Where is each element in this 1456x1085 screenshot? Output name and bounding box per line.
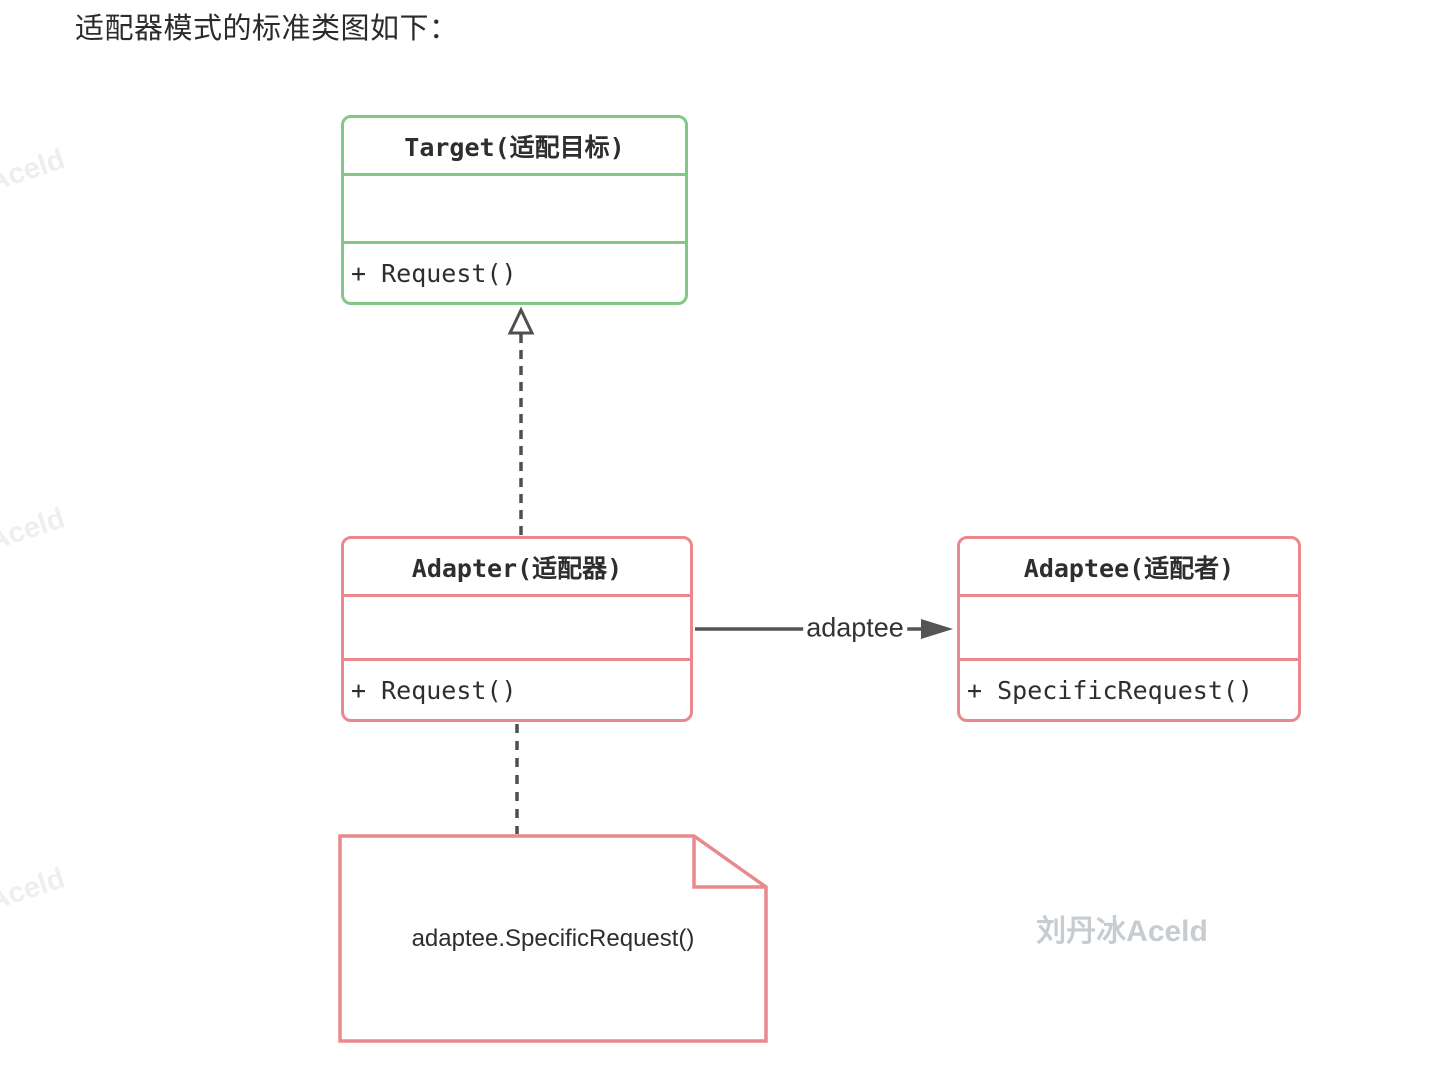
class-adapter-method: + Request() — [351, 675, 517, 705]
note-fold-icon — [692, 836, 766, 889]
association-arrowhead-icon — [921, 619, 953, 639]
class-adapter-name: Adapter(适配器) — [411, 553, 623, 583]
note-text: adaptee.SpecificRequest() — [411, 924, 695, 952]
class-target-attributes — [344, 173, 685, 244]
class-target-name: Target(适配目标) — [404, 132, 625, 162]
association-label: adaptee — [803, 612, 907, 644]
class-adapter-attributes — [344, 594, 690, 661]
watermark-main: 刘丹冰Aceld — [1036, 915, 1208, 948]
class-box-target: Target(适配目标) + Request() — [341, 115, 688, 305]
class-adaptee-method: + SpecificRequest() — [967, 675, 1253, 705]
class-adaptee-name: Adaptee(适配者) — [1023, 553, 1235, 583]
class-box-adapter: Adapter(适配器) + Request() — [341, 536, 693, 722]
note-shape — [338, 834, 768, 1043]
class-box-adaptee: Adaptee(适配者) + SpecificRequest() — [957, 536, 1301, 722]
class-adaptee-attributes — [960, 594, 1298, 661]
page-title: 适配器模式的标准类图如下： — [75, 13, 459, 45]
class-target-method: + Request() — [351, 258, 517, 288]
realization-arrowhead-icon — [507, 306, 535, 335]
